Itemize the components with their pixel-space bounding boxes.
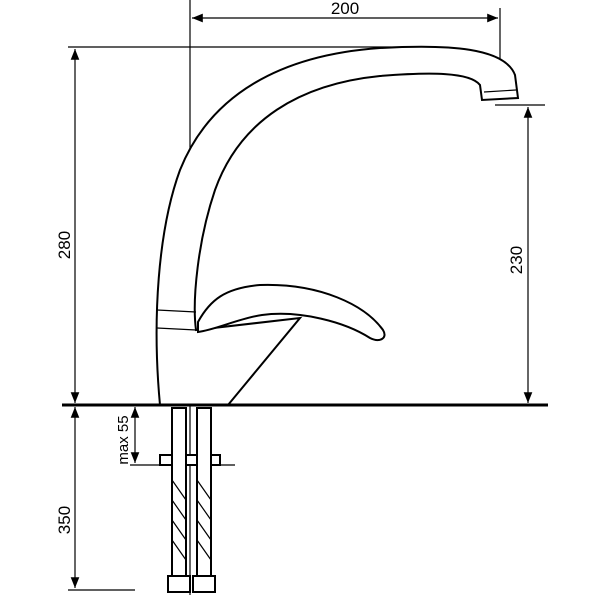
body-seam-lower <box>156 327 197 331</box>
label-200: 200 <box>331 0 359 18</box>
lever-handle <box>197 283 386 341</box>
aerator <box>483 89 517 93</box>
label-350: 350 <box>55 506 74 534</box>
body-seam <box>156 309 197 313</box>
mounting-nut <box>159 454 221 466</box>
label-230: 230 <box>507 246 526 274</box>
label-max55: max 55 <box>115 415 132 464</box>
label-280: 280 <box>55 231 74 259</box>
faucet-body <box>155 45 520 406</box>
supply-hoses <box>167 407 216 593</box>
